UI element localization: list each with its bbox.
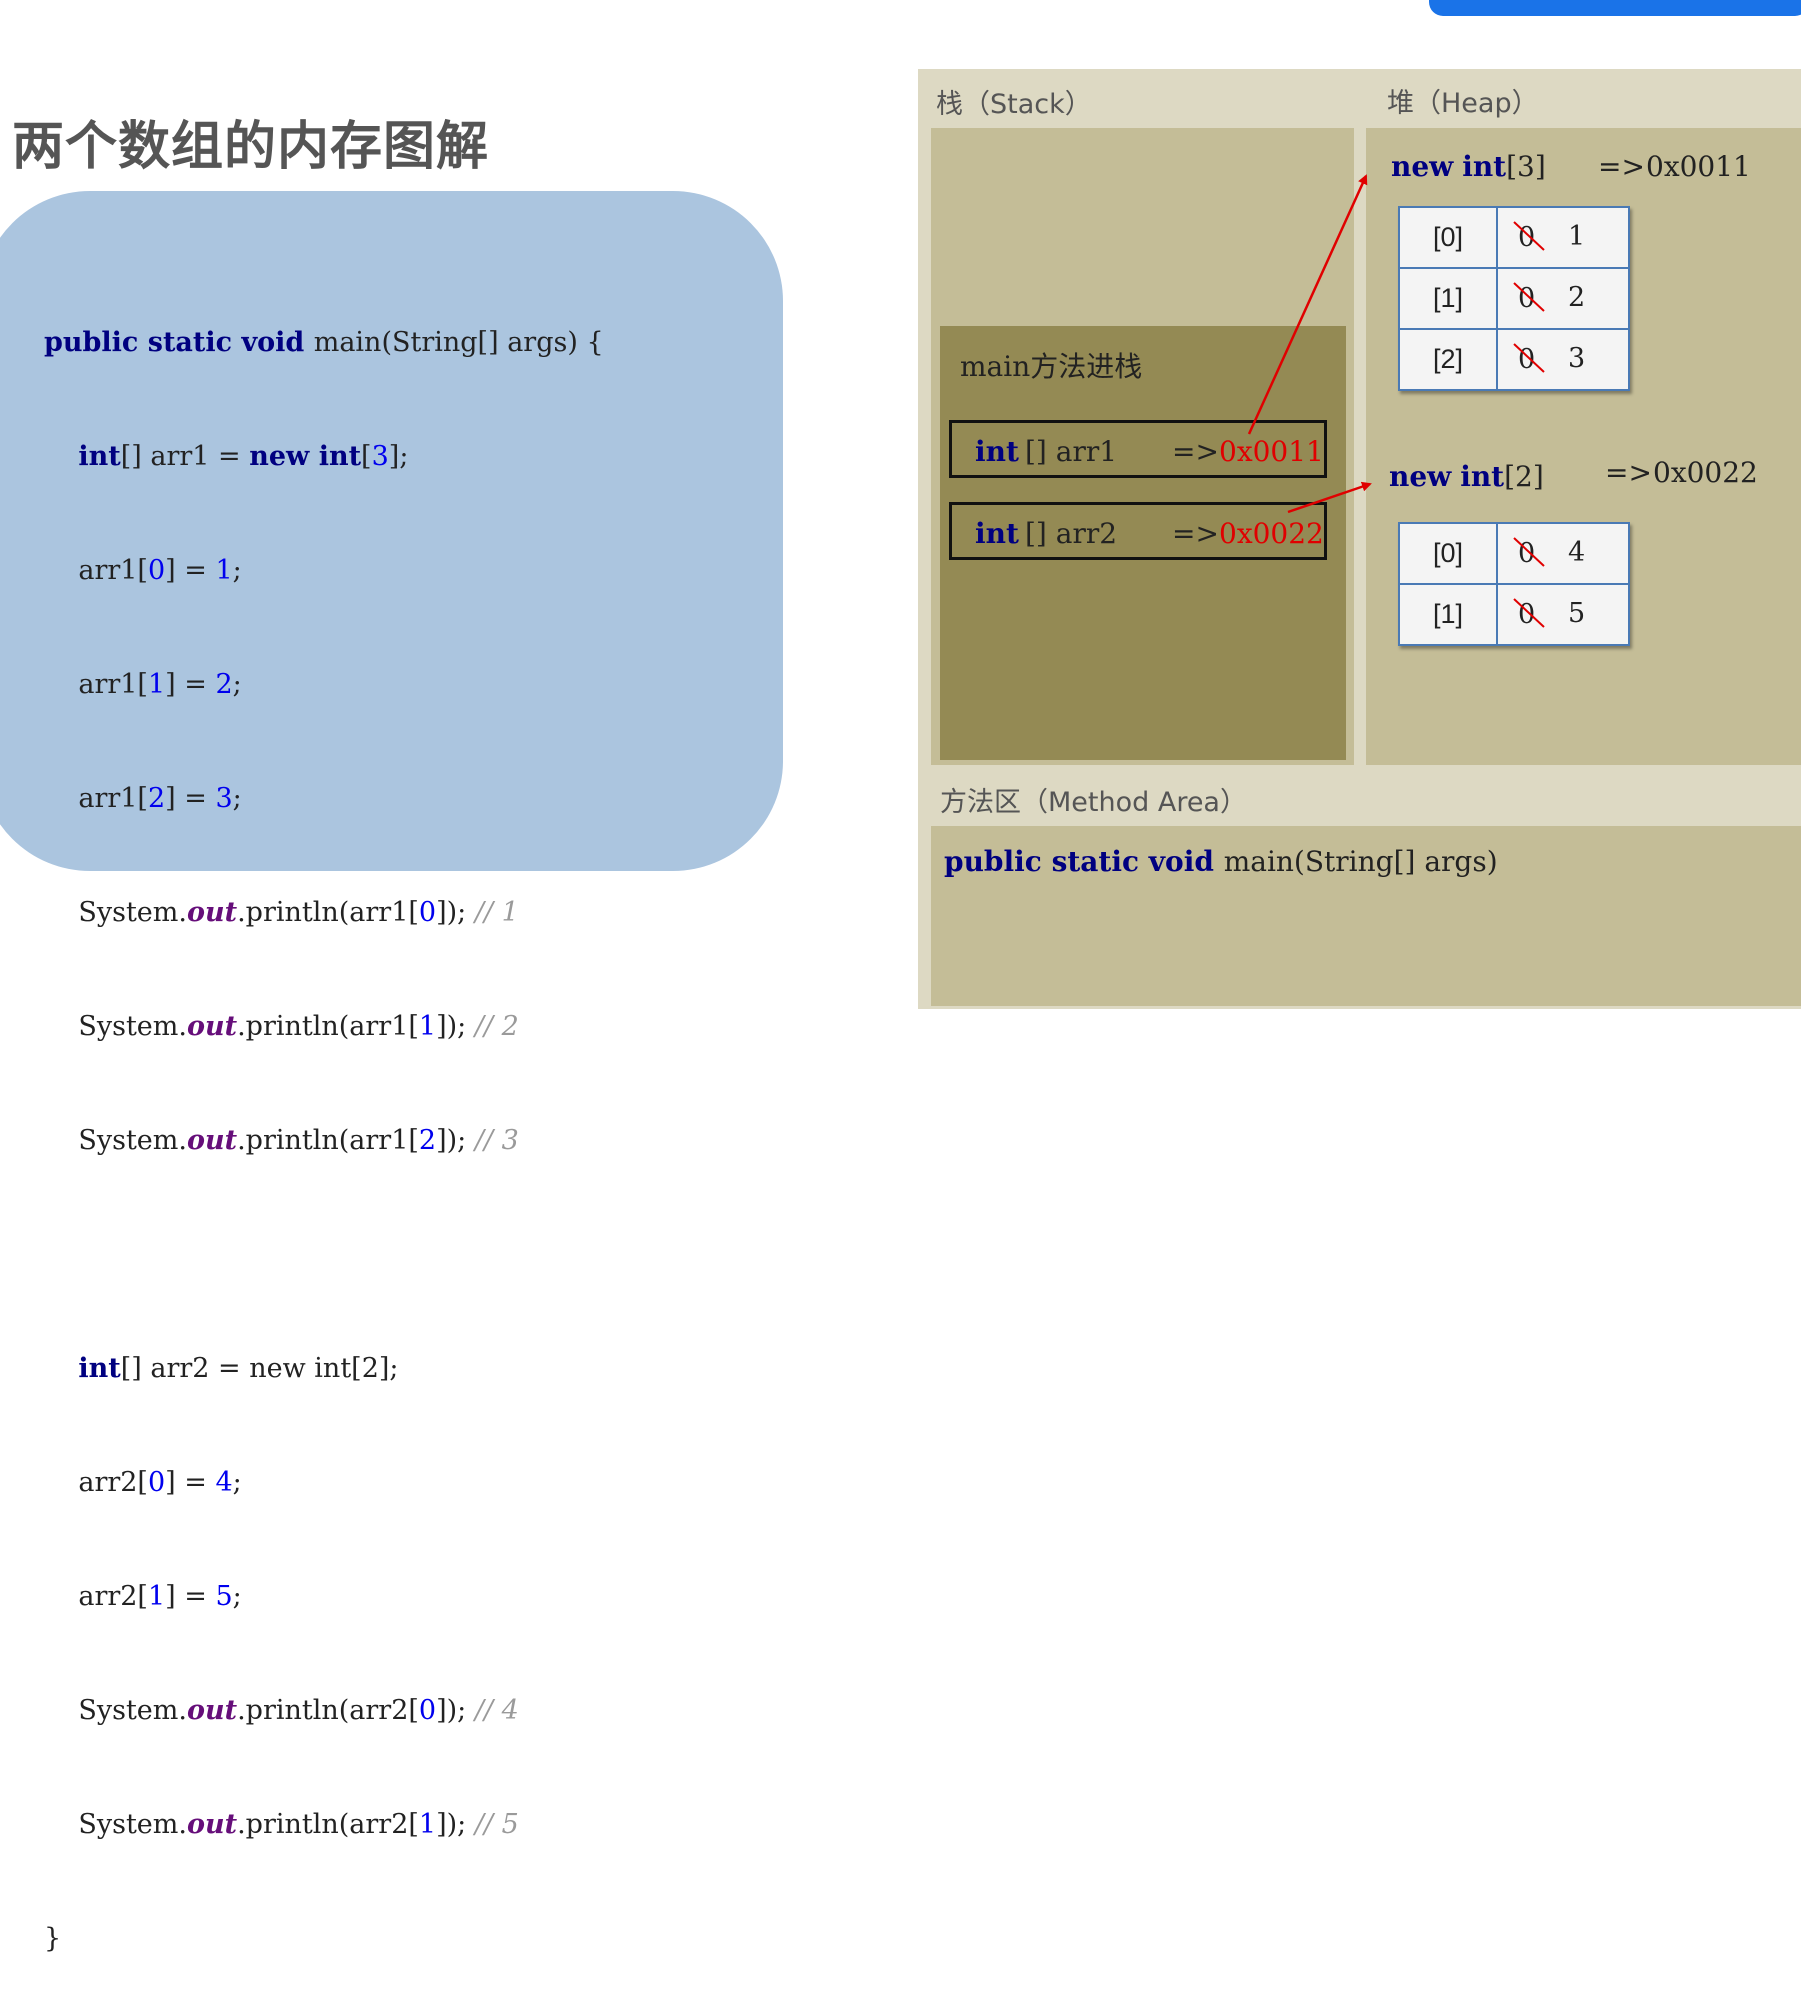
method-area-header: 方法区（Method Area）	[940, 787, 1247, 818]
code-line-1: public static void main(String[] args) {	[44, 327, 604, 358]
array-value-cell: 0 5	[1496, 583, 1630, 646]
code-line-4: arr1[1] = 2;	[78, 669, 242, 700]
array-cell-row: [0] 0 4	[1398, 522, 1630, 585]
method-area-signature: public static void main(String[] args)	[944, 845, 1498, 878]
var-address: 0x0011	[1219, 435, 1324, 468]
code-line-10: arr2[0] = 4;	[78, 1467, 242, 1498]
code-line-2: int[] arr1 = new int[3];	[78, 441, 409, 472]
array-index: [2]	[1398, 328, 1498, 391]
heap-array-1: [0] 0 1 [1] 0 2 [2] 0 3	[1398, 206, 1630, 391]
top-accent-bar	[1429, 0, 1801, 16]
array-value-cell: 0 2	[1496, 267, 1630, 330]
var-arrow: =>	[1172, 435, 1219, 468]
array-cell-row: [1] 0 2	[1398, 267, 1630, 330]
array-index: [1]	[1398, 583, 1498, 646]
code-line-blank	[44, 1236, 604, 1274]
code-line-11: arr2[1] = 5;	[78, 1581, 242, 1612]
stack-var-arr1: int [] arr1 => 0x0011	[949, 420, 1327, 478]
stack-frame-title: main方法进栈	[960, 350, 1143, 383]
new-value: 3	[1568, 343, 1586, 374]
strikethrough-mark	[1513, 221, 1545, 251]
heap-array-2-label: new int[2]	[1389, 460, 1544, 493]
heap-array-2-address: 0x0022	[1653, 456, 1758, 489]
code-line-12: System.out.println(arr2[0]); // 4	[78, 1695, 519, 1726]
code-line-5: arr1[2] = 3;	[78, 783, 242, 814]
new-value: 2	[1568, 282, 1586, 313]
array-value-cell: 0 1	[1496, 206, 1630, 269]
stack-header: 栈（Stack）	[936, 89, 1092, 120]
heap-array-1-address: 0x0011	[1646, 150, 1751, 183]
var-name: [] arr1	[1025, 435, 1118, 468]
code-line-6: System.out.println(arr1[0]); // 1	[78, 897, 519, 928]
heap-array-1-arrow: =>	[1598, 150, 1645, 183]
var-type-keyword: int	[975, 517, 1019, 550]
method-area	[931, 826, 1801, 1006]
strikethrough-mark	[1513, 282, 1545, 312]
code-line-3: arr1[0] = 1;	[78, 555, 242, 586]
code-listing: public static void main(String[] args) {…	[44, 248, 604, 1994]
var-arrow: =>	[1172, 517, 1219, 550]
heap-array-1-label: new int[3]	[1391, 150, 1546, 183]
strikethrough-mark	[1513, 343, 1545, 373]
array-index: [0]	[1398, 206, 1498, 269]
array-cell-row: [1] 0 5	[1398, 583, 1630, 646]
array-value-cell: 0 4	[1496, 522, 1630, 585]
code-line-14: }	[44, 1923, 62, 1954]
array-index: [0]	[1398, 522, 1498, 585]
code-line-8: System.out.println(arr1[2]); // 3	[78, 1125, 519, 1156]
code-line-13: System.out.println(arr2[1]); // 5	[78, 1809, 519, 1840]
var-name: [] arr2	[1025, 517, 1118, 550]
new-value: 4	[1568, 537, 1586, 568]
array-index: [1]	[1398, 267, 1498, 330]
var-type-keyword: int	[975, 435, 1019, 468]
code-line-9: int[] arr2 = new int[2];	[78, 1353, 399, 1384]
heap-array-2-arrow: =>	[1605, 456, 1652, 489]
strikethrough-mark	[1513, 537, 1545, 567]
code-line-7: System.out.println(arr1[1]); // 2	[78, 1011, 519, 1042]
new-value: 5	[1568, 598, 1586, 629]
new-value: 1	[1568, 221, 1586, 252]
stack-var-arr2: int [] arr2 => 0x0022	[949, 502, 1327, 560]
heap-header: 堆（Heap）	[1387, 88, 1539, 119]
array-cell-row: [0] 0 1	[1398, 206, 1630, 269]
var-address: 0x0022	[1219, 517, 1324, 550]
code-panel	[0, 191, 783, 871]
array-value-cell: 0 3	[1496, 328, 1630, 391]
heap-array-2: [0] 0 4 [1] 0 5	[1398, 522, 1630, 646]
strikethrough-mark	[1513, 598, 1545, 628]
array-cell-row: [2] 0 3	[1398, 328, 1630, 391]
page-title: 两个数组的内存图解	[12, 117, 490, 177]
